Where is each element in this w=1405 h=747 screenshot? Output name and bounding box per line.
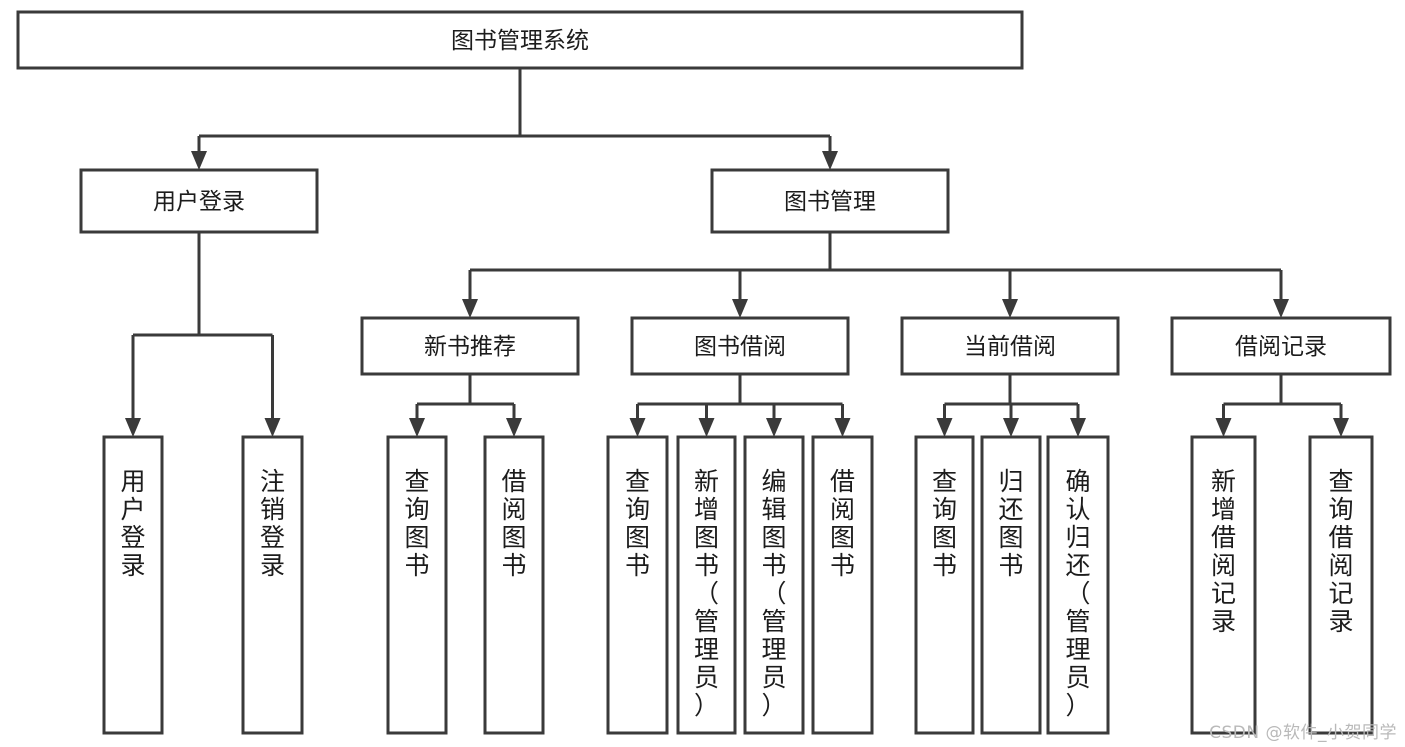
node-box-图书借阅[interactable] bbox=[630, 316, 850, 376]
node-当前借阅[interactable]: 当前借阅 bbox=[900, 316, 1120, 376]
node-查询图书[interactable]: 查询图书 bbox=[606, 435, 669, 735]
node-box-查询借阅记录[interactable] bbox=[1308, 435, 1374, 735]
node-box-查询图书[interactable] bbox=[914, 435, 975, 735]
arrow-用户登录-arrowhead bbox=[125, 418, 141, 437]
node-label-当前借阅: 当前借阅 bbox=[964, 334, 1056, 360]
node-查询图书[interactable]: 查询图书 bbox=[386, 435, 448, 735]
node-编辑图书管理员[interactable]: 编辑图书（管理员） bbox=[743, 435, 805, 735]
node-label-查询图书: 查询图书 bbox=[932, 467, 957, 580]
node-新书推荐[interactable]: 新书推荐 bbox=[360, 316, 580, 376]
node-label-新书推荐: 新书推荐 bbox=[424, 334, 516, 360]
arrow-借阅记录-arrowhead bbox=[1273, 299, 1289, 318]
node-查询图书[interactable]: 查询图书 bbox=[914, 435, 975, 735]
node-用户登录[interactable]: 用户登录 bbox=[79, 168, 319, 234]
arrow-注销登录-arrowhead bbox=[264, 418, 281, 437]
node-图书管理系统[interactable]: 图书管理系统 bbox=[16, 10, 1024, 70]
csdn-watermark: CSDN @软件_小贺同学 bbox=[1209, 723, 1397, 743]
node-layer: 图书管理系统用户登录图书管理新书推荐图书借阅当前借阅借阅记录用户登录注销登录查询… bbox=[16, 10, 1392, 735]
node-新增图书管理员[interactable]: 新增图书（管理员） bbox=[676, 435, 737, 735]
node-label-图书管理: 图书管理 bbox=[784, 189, 876, 215]
node-归还图书[interactable]: 归还图书 bbox=[980, 435, 1042, 735]
node-新增借阅记录[interactable]: 新增借阅记录 bbox=[1190, 435, 1257, 735]
node-box-新增借阅记录[interactable] bbox=[1190, 435, 1257, 735]
node-label-用户登录: 用户登录 bbox=[153, 189, 245, 215]
node-label-查询图书: 查询图书 bbox=[625, 467, 650, 580]
node-label-注销登录: 注销登录 bbox=[260, 467, 285, 580]
node-label-归还图书: 归还图书 bbox=[998, 467, 1023, 580]
node-label-图书借阅: 图书借阅 bbox=[694, 334, 786, 360]
arrow-编辑图书管理员-arrowhead bbox=[766, 418, 782, 437]
node-label-用户登录: 用户登录 bbox=[120, 467, 145, 580]
arrow-新增图书管理员-arrowhead bbox=[698, 418, 715, 437]
arrow-查询借阅记录-arrowhead bbox=[1333, 418, 1349, 437]
node-label-查询图书: 查询图书 bbox=[404, 467, 429, 580]
node-box-用户登录[interactable] bbox=[79, 168, 319, 234]
arrow-图书管理-arrowhead bbox=[822, 151, 838, 170]
connector-layer bbox=[125, 68, 1349, 437]
node-box-注销登录[interactable] bbox=[241, 435, 304, 735]
node-box-确认归还管理员[interactable] bbox=[1046, 435, 1110, 735]
node-box-借阅图书[interactable] bbox=[811, 435, 874, 735]
arrow-借阅图书-arrowhead bbox=[506, 418, 522, 437]
node-label-确认归还管理员: 确认归还（管理员） bbox=[1065, 467, 1090, 720]
node-label-新增借阅记录: 新增借阅记录 bbox=[1211, 467, 1236, 636]
node-借阅记录[interactable]: 借阅记录 bbox=[1170, 316, 1392, 376]
node-图书借阅[interactable]: 图书借阅 bbox=[630, 316, 850, 376]
arrow-查询图书-arrowhead bbox=[629, 418, 646, 437]
node-label-查询借阅记录: 查询借阅记录 bbox=[1328, 467, 1353, 636]
arrow-查询图书-arrowhead bbox=[936, 418, 953, 437]
arrow-新书推荐-arrowhead bbox=[462, 299, 478, 318]
node-label-借阅图书: 借阅图书 bbox=[830, 467, 855, 580]
node-box-图书管理[interactable] bbox=[710, 168, 950, 234]
node-label-编辑图书管理员: 编辑图书（管理员） bbox=[761, 467, 786, 720]
arrow-用户登录-arrowhead bbox=[191, 151, 207, 170]
node-查询借阅记录[interactable]: 查询借阅记录 bbox=[1308, 435, 1374, 735]
node-box-编辑图书管理员[interactable] bbox=[743, 435, 805, 735]
node-label-借阅图书: 借阅图书 bbox=[501, 467, 526, 580]
node-label-新增图书管理员: 新增图书（管理员） bbox=[694, 467, 719, 720]
node-用户登录[interactable]: 用户登录 bbox=[102, 435, 164, 735]
arrow-新增借阅记录-arrowhead bbox=[1215, 418, 1232, 437]
arrow-图书借阅-arrowhead bbox=[732, 299, 748, 318]
node-label-图书管理系统: 图书管理系统 bbox=[451, 28, 589, 54]
node-借阅图书[interactable]: 借阅图书 bbox=[483, 435, 545, 735]
arrow-确认归还管理员-arrowhead bbox=[1070, 418, 1086, 437]
node-box-借阅记录[interactable] bbox=[1170, 316, 1392, 376]
node-box-查询图书[interactable] bbox=[386, 435, 448, 735]
arrow-归还图书-arrowhead bbox=[1003, 418, 1019, 437]
node-box-查询图书[interactable] bbox=[606, 435, 669, 735]
node-box-图书管理系统[interactable] bbox=[16, 10, 1024, 70]
node-box-当前借阅[interactable] bbox=[900, 316, 1120, 376]
node-box-新增图书管理员[interactable] bbox=[676, 435, 737, 735]
node-图书管理[interactable]: 图书管理 bbox=[710, 168, 950, 234]
node-注销登录[interactable]: 注销登录 bbox=[241, 435, 304, 735]
node-借阅图书[interactable]: 借阅图书 bbox=[811, 435, 874, 735]
node-box-新书推荐[interactable] bbox=[360, 316, 580, 376]
arrow-借阅图书-arrowhead bbox=[834, 418, 851, 437]
node-确认归还管理员[interactable]: 确认归还（管理员） bbox=[1046, 435, 1110, 735]
arrow-查询图书-arrowhead bbox=[409, 418, 425, 437]
node-label-借阅记录: 借阅记录 bbox=[1235, 334, 1327, 360]
node-box-用户登录[interactable] bbox=[102, 435, 164, 735]
node-box-借阅图书[interactable] bbox=[483, 435, 545, 735]
node-box-归还图书[interactable] bbox=[980, 435, 1042, 735]
arrow-当前借阅-arrowhead bbox=[1002, 299, 1018, 318]
